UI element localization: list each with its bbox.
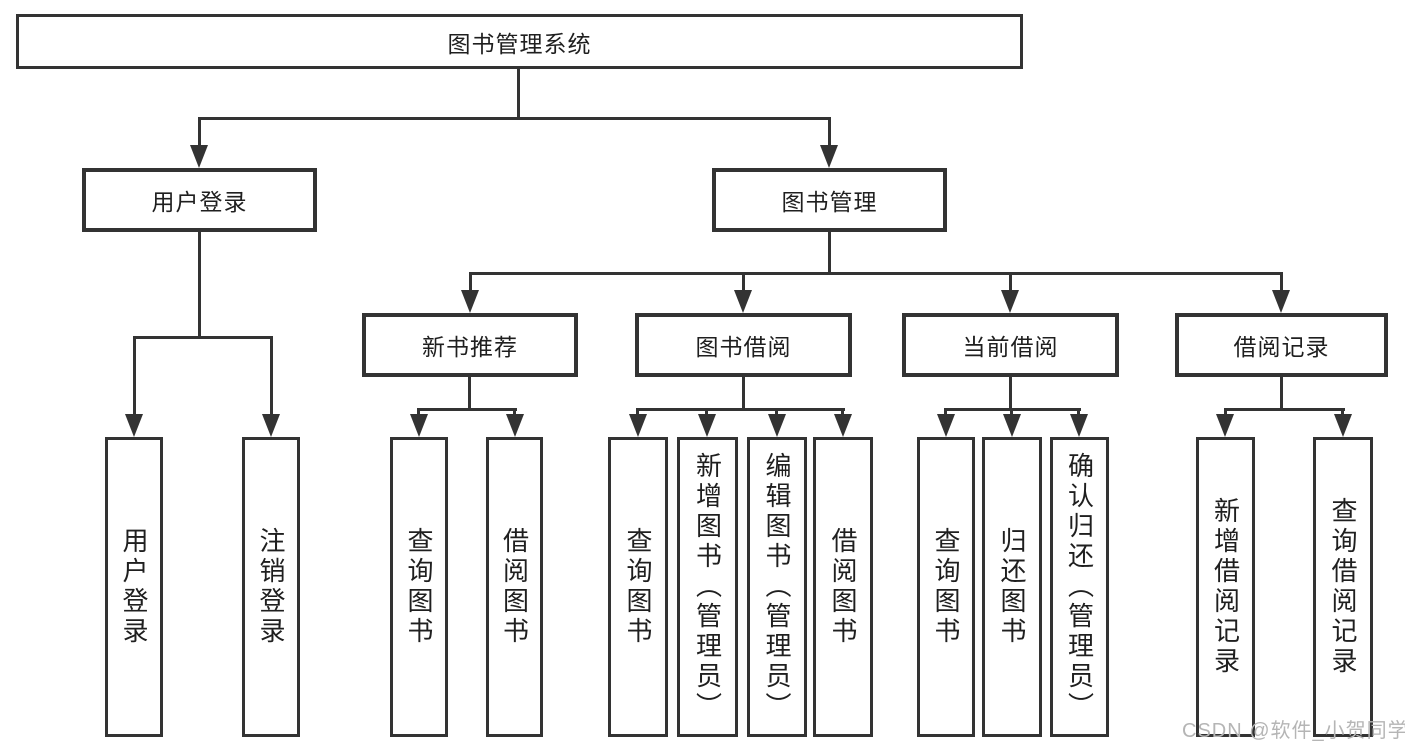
node-user-login-label: 用户登录 [151,189,248,215]
leaf-query-books-1: 查询图书 [390,437,448,737]
leaf-borrow-books-2-label: 借阅图书 [828,527,858,647]
node-new-book-recommend-label: 新书推荐 [422,334,518,360]
connector-level3-stem [1280,272,1283,292]
arrowhead-down-icon [768,414,786,437]
node-book-management: 图书管理 [712,168,947,232]
arrowhead-down-icon [125,414,143,437]
connector-book-borrow-down [742,377,745,411]
leaf-add-books-admin: 新增图书（管理员） [677,437,738,737]
node-root-label: 图书管理系统 [447,30,592,57]
leaf-user-login-label: 用户登录 [119,527,149,647]
leaf-add-books-admin-label: 新增图书（管理员） [692,452,723,722]
arrowhead-down-icon [461,290,479,313]
connector-leaf-stem [841,408,844,417]
leaf-query-books-2-label: 查询图书 [623,527,653,647]
arrowhead-down-icon [1216,414,1234,437]
leaf-query-books-1-label: 查询图书 [404,527,434,647]
watermark-text: CSDN @软件_小贺同学 [1182,720,1405,742]
connector-level2-hline [198,117,831,120]
leaf-return-books: 归还图书 [982,437,1042,737]
arrowhead-down-icon [629,414,647,437]
connector-new-book-down [468,377,471,411]
node-current-borrow-label: 当前借阅 [962,334,1059,360]
arrowhead-down-icon [1003,414,1021,437]
leaf-query-borrow-record: 查询借阅记录 [1313,437,1373,737]
connector-level3-stem [1009,272,1012,292]
connector-level3-hline [469,272,1283,275]
connector-book-management-stem [828,117,831,147]
leaf-return-books-label: 归还图书 [997,527,1027,647]
leaf-edit-books-admin: 编辑图书（管理员） [747,437,807,737]
leaf-user-login: 用户登录 [105,437,163,737]
connector-user-login-hline [133,336,273,339]
arrowhead-down-icon [937,414,955,437]
leaf-query-books-2: 查询图书 [608,437,668,737]
connector-leaf-stem [775,408,778,417]
leaf-query-borrow-record-label: 查询借阅记录 [1328,497,1358,677]
arrowhead-down-icon [262,414,280,437]
node-book-borrow-label: 图书借阅 [695,334,792,360]
arrowhead-down-icon [734,290,752,313]
node-book-borrow: 图书借阅 [635,313,852,377]
connector-leaf-stem [636,408,639,417]
node-user-login: 用户登录 [82,168,317,232]
connector-leaf-stem [133,336,136,416]
leaf-query-books-3: 查询图书 [917,437,975,737]
arrowhead-down-icon [1272,290,1290,313]
connector-leaf-stem [1077,408,1080,417]
node-borrow-records-label: 借阅记录 [1233,334,1330,360]
connector-leaf-stem [944,408,947,417]
leaf-logout: 注销登录 [242,437,300,737]
connector-level3-stem [742,272,745,292]
connector-leaf-stem [513,408,516,417]
leaf-confirm-return-admin-label: 确认归还（管理员） [1064,452,1095,722]
connector-leaf-stem [1341,408,1344,417]
leaf-add-borrow-record-label: 新增借阅记录 [1210,497,1241,677]
leaf-borrow-books-2: 借阅图书 [813,437,873,737]
arrowhead-down-icon [410,414,428,437]
connector-book-management-down [828,232,831,275]
node-current-borrow: 当前借阅 [902,313,1119,377]
arrowhead-down-icon [190,145,208,168]
leaf-confirm-return-admin: 确认归还（管理员） [1050,437,1109,737]
arrowhead-down-icon [834,414,852,437]
connector-current-borrow-down [1009,377,1012,411]
connector-user-login-down [198,232,201,339]
leaf-edit-books-admin-label: 编辑图书（管理员） [762,452,792,722]
leaf-borrow-books-1: 借阅图书 [486,437,543,737]
connector-root-stem [517,69,520,120]
node-book-management-label: 图书管理 [781,189,878,215]
leaf-borrow-books-1-label: 借阅图书 [499,527,530,647]
node-new-book-recommend: 新书推荐 [362,313,578,377]
connector-leaf-stem [1010,408,1013,417]
arrowhead-down-icon [698,414,716,437]
connector-leaf-stem [270,336,273,416]
arrowhead-down-icon [1070,414,1088,437]
connector-level3-stem [469,272,472,292]
arrowhead-down-icon [820,145,838,168]
arrowhead-down-icon [1334,414,1352,437]
connector-book-borrow-hline [636,408,845,411]
connector-user-login-stem [198,117,201,147]
connector-borrow-records-down [1280,377,1283,411]
leaf-query-books-3-label: 查询图书 [931,527,961,647]
connector-leaf-stem [1224,408,1227,417]
node-borrow-records: 借阅记录 [1175,313,1388,377]
connector-borrow-records-hline [1224,408,1345,411]
connector-new-book-hline [417,408,517,411]
leaf-logout-label: 注销登录 [256,527,286,647]
connector-leaf-stem [705,408,708,417]
connector-leaf-stem [417,408,420,417]
node-root: 图书管理系统 [16,14,1023,69]
arrowhead-down-icon [1001,290,1019,313]
leaf-add-borrow-record: 新增借阅记录 [1196,437,1255,737]
arrowhead-down-icon [506,414,524,437]
